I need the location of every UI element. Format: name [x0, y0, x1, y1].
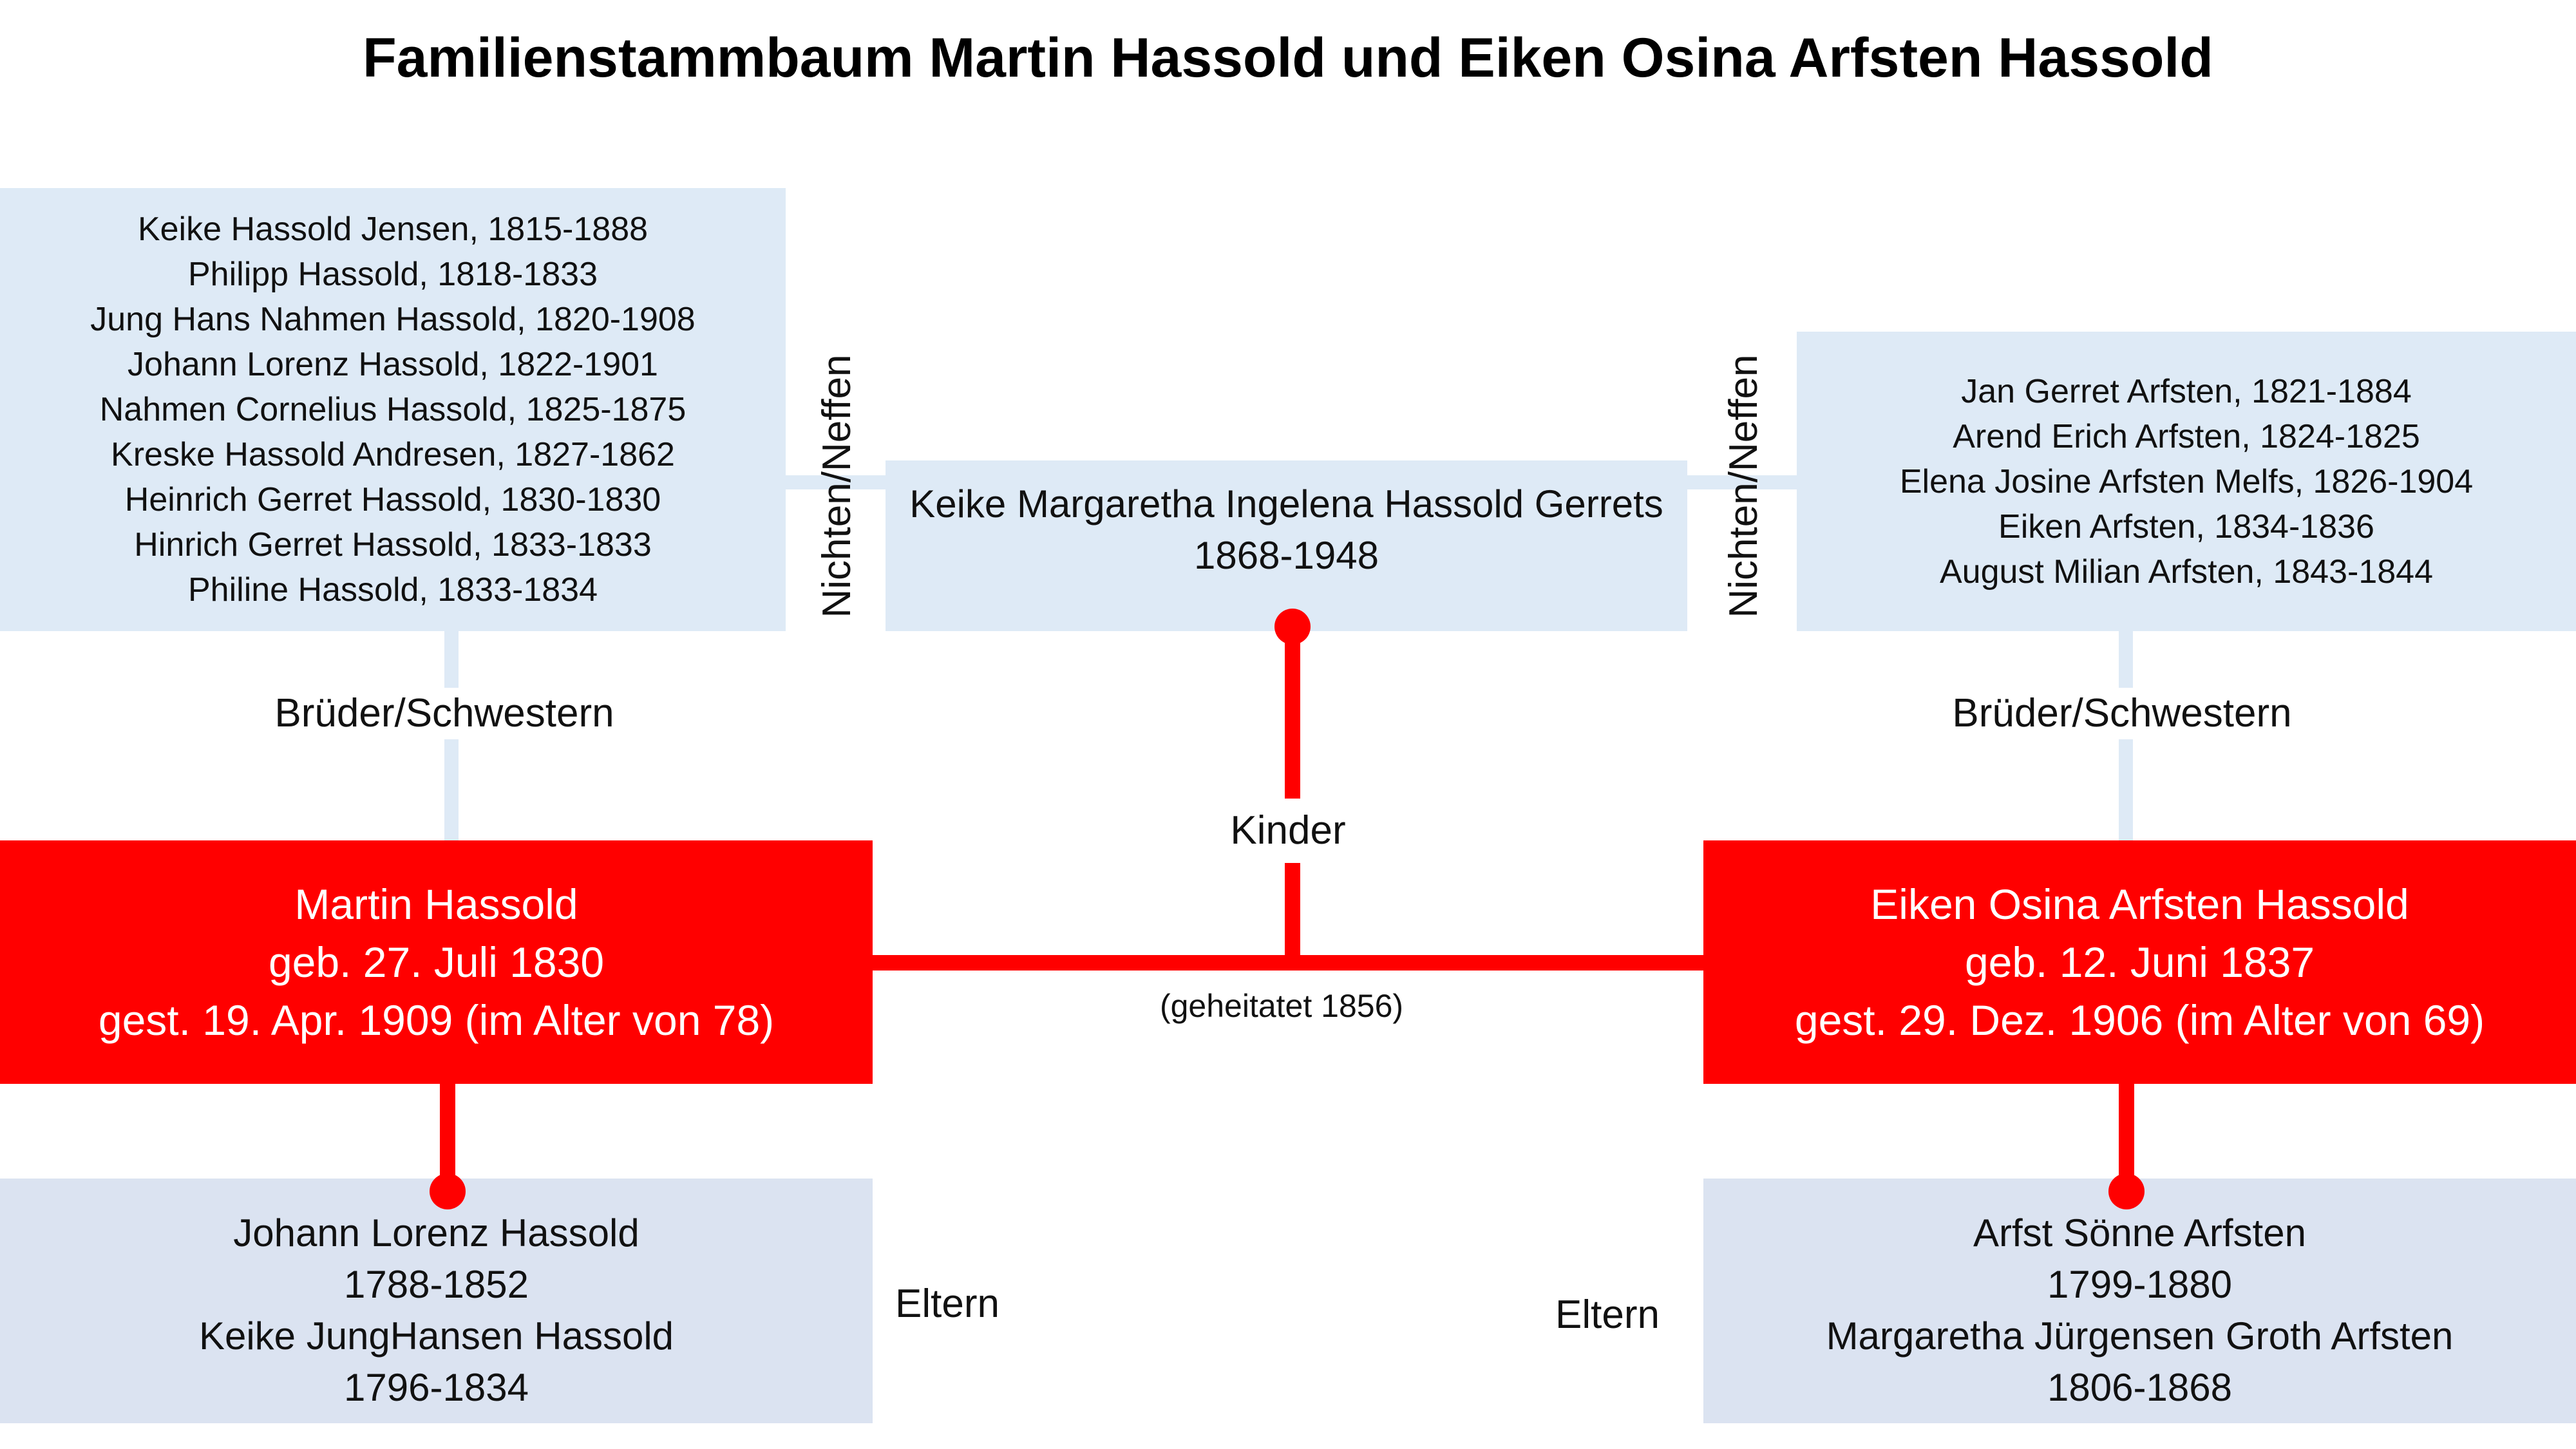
- eiken-father-name: Arfst Sönne Arfsten: [1973, 1211, 2306, 1255]
- child-box: Keike Margaretha Ingelena Hassold Gerret…: [886, 460, 1687, 631]
- children-label: Kinder: [1198, 799, 1378, 863]
- eiken-parents-box: Arfst Sönne Arfsten 1799-1880 Margaretha…: [1703, 1179, 2576, 1423]
- child-connector-dot: [1274, 609, 1311, 645]
- page-title: Familienstammbaum Martin Hassold und Eik…: [363, 27, 2213, 89]
- martin-name: Martin Hassold: [294, 880, 578, 928]
- martin-mother-name: Keike JungHansen Hassold: [198, 1314, 674, 1358]
- sibling-item: Arend Erich Arfsten, 1824-1825: [1953, 417, 2420, 455]
- right-niece-connector: [1687, 475, 1797, 489]
- nieces-nephews-label-right: Nichten/Neffen: [1721, 354, 1766, 618]
- eiken-parent-dot: [2108, 1173, 2145, 1209]
- sibling-item: Heinrich Gerret Hassold, 1830-1830: [124, 481, 661, 518]
- sibling-item: Eiken Arfsten, 1834-1836: [1998, 507, 2374, 545]
- married-label: (geheitatet 1856): [1159, 988, 1404, 1024]
- martin-died: gest. 19. Apr. 1909 (im Alter von 78): [98, 996, 775, 1044]
- eiken-born: geb. 12. Juni 1837: [1964, 938, 2315, 986]
- child-years: 1868-1948: [1194, 533, 1379, 577]
- eiken-arfsten-box: Eiken Osina Arfsten Hassold geb. 12. Jun…: [1703, 840, 2576, 1084]
- martin-mother-years: 1796-1834: [344, 1366, 529, 1409]
- sibling-item: Hinrich Gerret Hassold, 1833-1833: [134, 526, 652, 564]
- eiken-name: Eiken Osina Arfsten Hassold: [1870, 880, 2409, 928]
- sibling-item: Keike Hassold Jensen, 1815-1888: [137, 211, 649, 248]
- left-niece-connector: [786, 475, 889, 489]
- martin-father-name: Johann Lorenz Hassold: [233, 1211, 639, 1255]
- eiken-father-years: 1799-1880: [2047, 1263, 2232, 1306]
- sibling-item: Johann Lorenz Hassold, 1822-1901: [128, 346, 658, 383]
- sibling-item: Philine Hassold, 1833-1834: [188, 571, 598, 609]
- eiken-parent-line: [2119, 1082, 2134, 1191]
- sibling-item: Kreske Hassold Andresen, 1827-1862: [111, 436, 675, 473]
- martin-parent-line: [440, 1082, 455, 1191]
- child-line: [1285, 628, 1300, 963]
- martin-born: geb. 27. Juli 1830: [268, 938, 605, 986]
- eiken-mother-name: Margaretha Jürgensen Groth Arfsten: [1826, 1314, 2454, 1358]
- sibling-item: Jan Gerret Arfsten, 1821-1884: [1961, 372, 2412, 410]
- left-siblings-box: Keike Hassold Jensen, 1815-1888 Philipp …: [0, 188, 786, 631]
- sibling-item: Elena Josine Arfsten Melfs, 1826-1904: [1899, 462, 2474, 500]
- martin-parent-dot: [430, 1173, 466, 1209]
- martin-father-years: 1788-1852: [344, 1263, 529, 1306]
- martin-hassold-box: Martin Hassold geb. 27. Juli 1830 gest. …: [0, 840, 873, 1084]
- siblings-label-left: Brüder/Schwestern: [251, 688, 638, 739]
- siblings-label-right: Brüder/Schwestern: [1929, 688, 2315, 739]
- nieces-nephews-label-left: Nichten/Neffen: [815, 354, 859, 618]
- sibling-item: Philipp Hassold, 1818-1833: [188, 256, 598, 293]
- eiken-mother-years: 1806-1868: [2047, 1366, 2232, 1409]
- child-name: Keike Margaretha Ingelena Hassold Gerret…: [909, 482, 1663, 526]
- parents-label-left: Eltern: [895, 1282, 999, 1326]
- sibling-item: August Milian Arfsten, 1843-1844: [1939, 553, 2434, 591]
- eiken-died: gest. 29. Dez. 1906 (im Alter von 69): [1794, 996, 2485, 1044]
- parents-label-right: Eltern: [1555, 1293, 1660, 1337]
- sibling-item: Nahmen Cornelius Hassold, 1825-1875: [99, 391, 687, 428]
- martin-parents-box: Johann Lorenz Hassold 1788-1852 Keike Ju…: [0, 1179, 873, 1423]
- sibling-item: Jung Hans Nahmen Hassold, 1820-1908: [90, 301, 696, 338]
- right-siblings-box: Jan Gerret Arfsten, 1821-1884 Arend Eric…: [1797, 332, 2576, 631]
